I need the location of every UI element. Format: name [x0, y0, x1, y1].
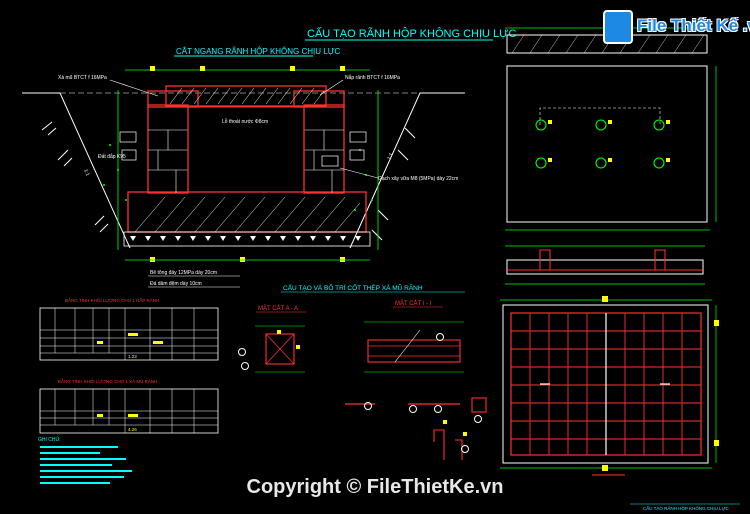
- main-title: CẤU TẠO RÃNH HỘP KHÔNG CHỊU LỰC: [307, 27, 517, 40]
- label-fill: Đất đắp K95: [98, 153, 126, 160]
- label-cover: Nắp rãnh BTCT f 16MPa: [345, 74, 400, 81]
- cut-1-title: MẶT CẮT I - I: [395, 299, 432, 307]
- section-heading: CẮT NGANG RÃNH HỘP KHÔNG CHỊU LỰC: [176, 47, 341, 56]
- rebar-details: CẤU TẠO VÀ BỐ TRÍ CỐT THÉP XÀ MŨ RÃNH MẶ…: [238, 282, 487, 460]
- notes: GHI CHÚ:: [38, 436, 132, 484]
- cover-rebar-grid: [500, 296, 719, 476]
- label-base: Bê tông đáy 12MPa dày 20cm: [150, 270, 217, 276]
- table1-total: 1.23: [128, 354, 137, 359]
- bottom-caption: CẤU TẠO RÃNH HỘP KHÔNG CHỊU LỰC: [643, 505, 729, 511]
- label-sub: Đá dăm đệm dày 10cm: [150, 281, 202, 287]
- cut-a-title: MẶT CẮT A - A: [258, 304, 298, 312]
- slope-right: 1:1: [386, 152, 394, 161]
- slope-left: 1:1: [82, 168, 90, 177]
- cover-plan: [505, 27, 717, 231]
- table2-title: BẢNG TÍNH KHỐI LƯỢNG CHO 1 XÀ MŨ RÃNH: [58, 378, 157, 384]
- brand-logo-text: File Thiết Kế .vn: [637, 16, 750, 35]
- table1-title: BẢNG TÍNH KHỐI LƯỢNG CHO 1 NẮP RÃNH: [65, 296, 159, 303]
- cross-section: CẮT NGANG RÃNH HỘP KHÔNG CHỊU LỰC: [22, 47, 465, 288]
- notes-heading: GHI CHÚ:: [38, 436, 61, 443]
- brand-logo[interactable]: File Thiết Kế .vn: [603, 8, 750, 48]
- quantity-tables: BẢNG TÍNH KHỐI LƯỢNG CHO 1 NẮP RÃNH 1.23…: [39, 296, 219, 434]
- table2-total: 4.26: [128, 427, 137, 432]
- copyright-watermark: Copyright © FileThietKe.vn: [246, 476, 504, 498]
- rebar-heading: CẤU TẠO VÀ BỐ TRÍ CỐT THÉP XÀ MŨ RÃNH: [283, 282, 423, 292]
- file-icon: [603, 10, 633, 44]
- label-beam: Xà mũ BTCT f 16MPa: [58, 75, 107, 81]
- label-wall: Gạch xây vữa M8 (5MPa) dày 22cm: [378, 176, 458, 182]
- cover-elevation: [505, 245, 705, 285]
- label-hole: Lỗ thoát nước Φ8cm: [222, 118, 268, 125]
